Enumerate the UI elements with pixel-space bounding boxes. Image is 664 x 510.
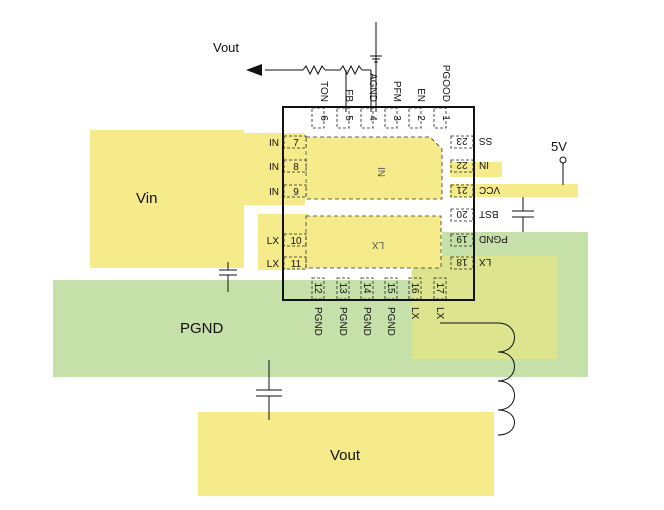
pin-name-right-22: IN (479, 159, 489, 170)
pin-number-left-9: 9 (293, 187, 299, 198)
pin-name-right-19: PGND (479, 233, 508, 244)
pin-pad-right-23 (450, 135, 474, 149)
pin-name-right-21: VCC (479, 184, 500, 195)
pin-pad-bottom-16 (408, 277, 422, 300)
pin-number-left-8: 8 (293, 162, 299, 173)
pin-number-bottom-16: 16 (409, 282, 420, 294)
pin-number-top-2: 2 (415, 115, 426, 121)
pin-name-bottom-15: PGND (385, 307, 396, 336)
pin-name-top-3: PFM (391, 81, 402, 102)
pin-name-right-20: BST (479, 208, 498, 219)
pin-name-left-11: LX (267, 259, 280, 270)
resistor-fb (339, 64, 363, 76)
in-paddle (305, 136, 443, 200)
pin-name-right-23: SS (479, 135, 493, 146)
pin-number-right-21: 21 (456, 184, 468, 195)
pin-number-right-18: 18 (456, 256, 468, 267)
vout-arrow (246, 64, 262, 76)
vin-label: Vin (136, 190, 157, 207)
inductor (440, 322, 515, 436)
pin-pad-bottom-14 (360, 277, 374, 300)
pin-pad-left-10 (283, 233, 307, 247)
output-capacitor (256, 360, 282, 420)
pin-name-top-1: PGOOD (440, 65, 451, 102)
pin-pad-right-20 (450, 208, 474, 222)
vcc-trace (450, 184, 578, 197)
vout-label: Vout (330, 447, 361, 464)
vin-finger-in (205, 133, 305, 205)
copper-pours (53, 130, 588, 496)
pin-pad-top-2 (408, 107, 422, 129)
pin-number-bottom-12: 12 (312, 282, 323, 294)
pin-pad-left-8 (283, 159, 307, 173)
pin-number-bottom-13: 13 (337, 282, 348, 294)
ic-body (282, 106, 475, 301)
pin-pad-right-19 (450, 233, 474, 247)
pin-name-top-4: AGND (367, 73, 378, 102)
pin-name-bottom-13: PGND (337, 307, 348, 336)
pin-number-top-6: 6 (318, 115, 329, 121)
pin-pad-bottom-17 (433, 277, 447, 300)
pin-pad-right-22 (450, 159, 474, 173)
pin-pad-top-3 (384, 107, 398, 129)
pin-number-left-11: 11 (291, 259, 302, 270)
pin-name-right-18: LX (479, 256, 492, 267)
pin-number-top-4: 4 (367, 115, 378, 121)
pin-number-left-7: 7 (293, 138, 299, 149)
pin-name-left-8: IN (269, 162, 279, 173)
pin-number-right-23: 23 (456, 135, 468, 146)
vout-pour (198, 412, 494, 496)
pin-pad-bottom-15 (384, 277, 398, 300)
pin-name-bottom-14: PGND (361, 307, 372, 336)
pin-pad-bottom-13 (336, 277, 350, 300)
pin-pad-left-9 (283, 184, 307, 198)
pin-number-right-22: 22 (456, 159, 468, 170)
pin-number-right-20: 20 (456, 208, 468, 219)
pin-name-bottom-16: LX (409, 307, 420, 320)
five-v-terminal (559, 156, 567, 185)
pin-pad-right-18 (450, 256, 474, 270)
pin-name-left-10: LX (267, 236, 280, 247)
five-v-label: 5V (551, 139, 567, 154)
pin-name-bottom-17: LX (434, 307, 445, 320)
pin-pad-top-4 (360, 107, 374, 129)
pin-pad-top-6 (311, 107, 325, 129)
feedback-network (265, 22, 382, 112)
pin-number-bottom-15: 15 (385, 282, 396, 294)
pin-name-top-5: FB (343, 89, 354, 102)
pin-number-bottom-17: 17 (434, 282, 445, 294)
lx-paddle-label: LX (372, 239, 385, 250)
pin-pad-left-11 (283, 256, 307, 270)
pin-name-left-9: IN (269, 187, 279, 198)
pin-number-right-19: 19 (456, 233, 468, 244)
pin-number-bottom-14: 14 (361, 282, 372, 294)
pin-name-bottom-12: PGND (312, 307, 323, 336)
lx-right-pour (412, 256, 557, 359)
pgnd-label: PGND (180, 320, 224, 337)
in-paddle-label: IN (375, 167, 386, 177)
resistor-top (302, 64, 326, 76)
pin-pad-left-7 (283, 135, 307, 149)
input-capacitor (219, 262, 237, 292)
lx-paddle (305, 215, 442, 269)
pin-pad-top-5 (336, 107, 350, 129)
pin-pad-right-21 (450, 184, 474, 198)
pin-name-top-2: EN (415, 88, 426, 102)
pin-name-left-7: IN (269, 138, 279, 149)
pins-top: 6 TON 5 FB 4 AGND 3 PFM 2 EN 1 PGOOD (311, 65, 451, 129)
in-pin22-pad (450, 162, 502, 177)
pin-number-top-3: 3 (391, 115, 402, 121)
pin-pad-bottom-12 (311, 277, 325, 300)
bst-capacitor (512, 197, 534, 232)
pin-number-top-1: 1 (440, 115, 451, 121)
pin-number-top-5: 5 (343, 115, 354, 121)
pin-number-left-10: 10 (290, 236, 302, 247)
vout-top-label: Vout (213, 40, 239, 55)
pin-pad-top-1 (433, 107, 447, 129)
pins-right: 23 SS 22 IN 21 VCC 20 BST 19 PGND 18 LX (450, 135, 508, 270)
pin-name-top-6: TON (318, 81, 329, 102)
